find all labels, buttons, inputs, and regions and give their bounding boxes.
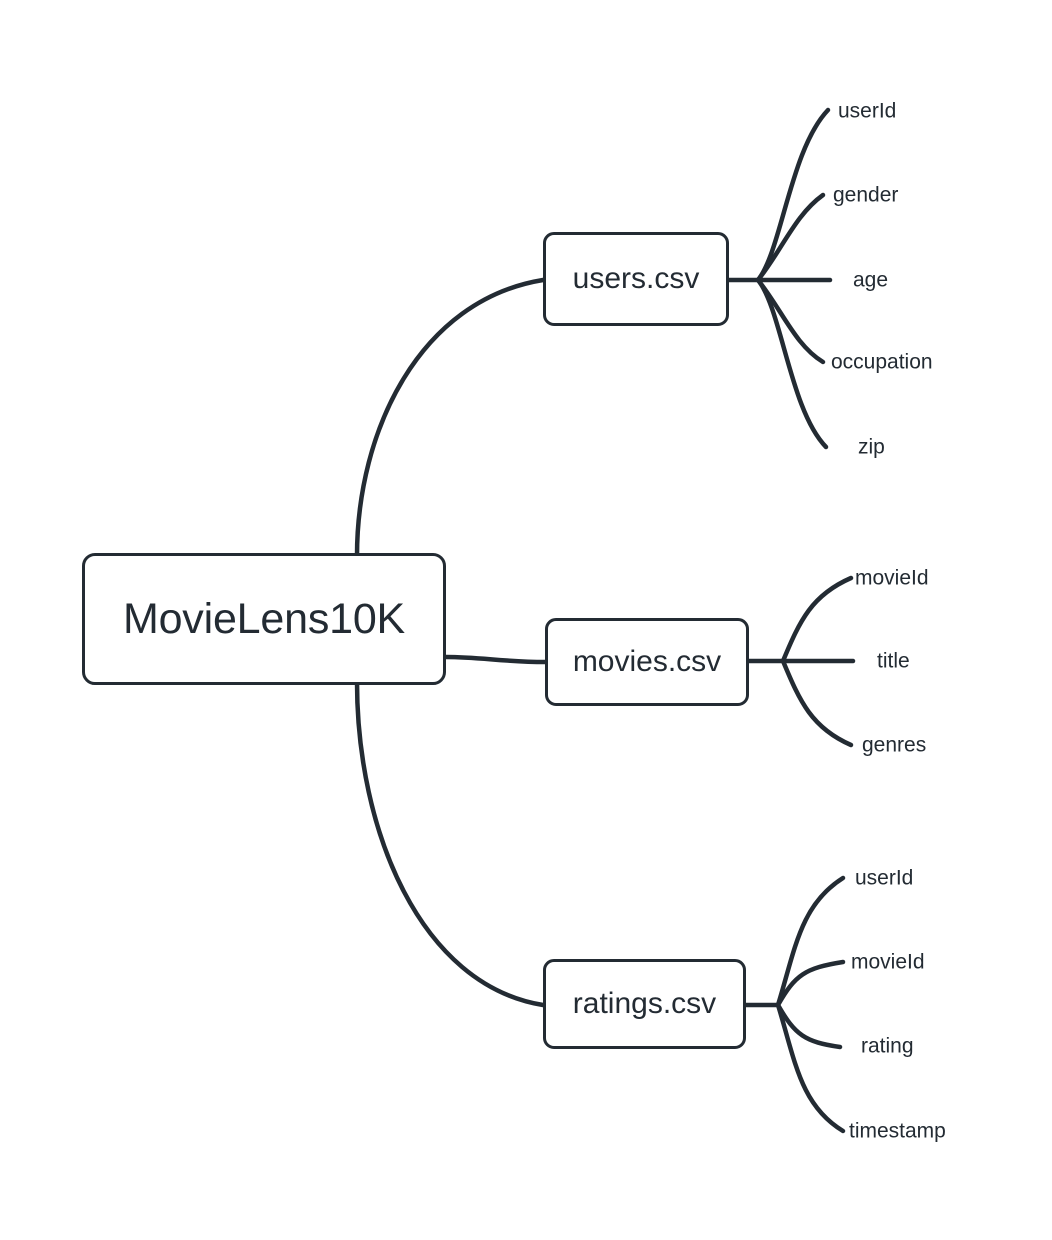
- leaf-users-gender: gender: [833, 183, 899, 207]
- leaf-ratings-timestamp: timestamp: [849, 1119, 946, 1143]
- edge-users-to-zip: [755, 277, 829, 450]
- node-users-csv-label: users.csv: [572, 262, 700, 295]
- edge-ratings-to-userid: [775, 875, 846, 1008]
- edge-movies-to-genres: [780, 658, 854, 748]
- node-movies-csv[interactable]: movies.csv: [545, 618, 749, 706]
- leaf-users-age: age: [853, 268, 889, 292]
- node-users-csv[interactable]: users.csv: [543, 232, 729, 326]
- node-movies-csv-label: movies.csv: [572, 645, 722, 678]
- edge-ratings-to-timestamp: [775, 1002, 846, 1134]
- leaf-ratings-movieid: movieId: [851, 950, 925, 974]
- node-ratings-csv[interactable]: ratings.csv: [543, 959, 746, 1049]
- edge-root-to-movies: [443, 654, 548, 665]
- edge-ratings-to-rating: [775, 1002, 843, 1050]
- leaf-users-userid: userId: [838, 99, 897, 123]
- node-root[interactable]: MovieLens10K: [82, 553, 446, 685]
- leaf-users-occupation: occupation: [831, 350, 933, 374]
- edge-ratings-to-movieid: [775, 959, 846, 1008]
- node-root-label: MovieLens10K: [122, 594, 406, 643]
- leaf-ratings-userid: userId: [855, 866, 914, 890]
- edge-users-to-gender: [755, 192, 826, 283]
- leaf-ratings-rating: rating: [861, 1034, 914, 1058]
- edge-root-to-ratings: [354, 679, 546, 1008]
- leaf-movies-movieid: movieId: [855, 566, 929, 590]
- leaf-users-zip: zip: [858, 435, 885, 459]
- edge-movies-to-movieid: [780, 575, 854, 664]
- edge-users-to-userid: [755, 107, 831, 283]
- leaf-movies-title: title: [877, 649, 910, 673]
- leaf-movies-genres: genres: [862, 733, 927, 757]
- node-ratings-csv-label: ratings.csv: [572, 987, 717, 1020]
- edge-root-to-users: [354, 277, 546, 559]
